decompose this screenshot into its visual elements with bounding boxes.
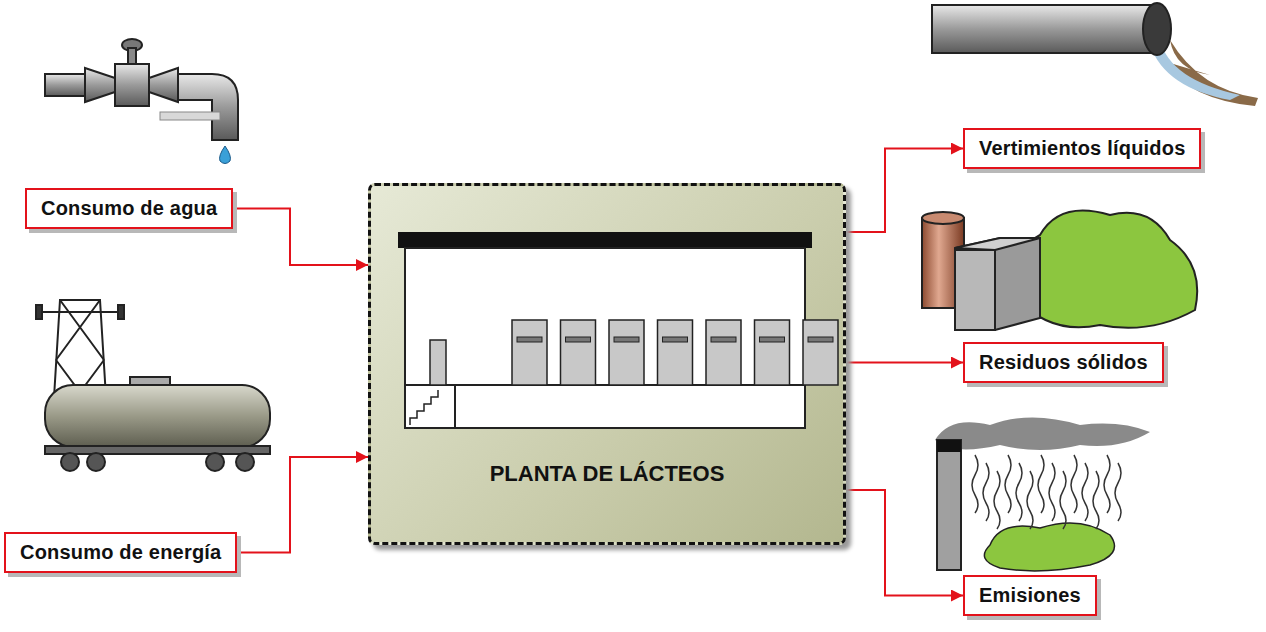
box-label: Vertimientos líquidos bbox=[979, 137, 1185, 160]
input-label-box: Consumo de energía bbox=[4, 532, 237, 573]
box-label: Emisiones bbox=[979, 584, 1081, 607]
discharge-pipe-icon bbox=[932, 3, 1258, 106]
plant-title: PLANTA DE LÁCTEOS bbox=[371, 461, 843, 487]
box-label: Residuos sólidos bbox=[979, 351, 1148, 374]
solid-waste-icon bbox=[922, 211, 1197, 331]
flow-arrow bbox=[846, 362, 963, 364]
smoke-stroke bbox=[1027, 471, 1033, 529]
smoke-stroke bbox=[1016, 463, 1022, 521]
smoke-stroke bbox=[983, 463, 989, 521]
output-label-box: Residuos sólidos bbox=[963, 342, 1164, 383]
building-drawing bbox=[368, 183, 846, 545]
flow-arrow bbox=[237, 457, 368, 553]
smoke-stroke bbox=[972, 455, 978, 513]
smoke-stroke bbox=[1038, 455, 1044, 513]
box-label: Consumo de agua bbox=[41, 197, 217, 220]
flow-arrow bbox=[233, 209, 368, 266]
smoke-stroke bbox=[1115, 463, 1121, 521]
output-label-box: Vertimientos líquidos bbox=[963, 128, 1201, 169]
smoke-stroke bbox=[1071, 455, 1077, 513]
smoke-stroke bbox=[1049, 463, 1055, 521]
smoke-stroke bbox=[1005, 455, 1011, 513]
box-label: Consumo de energía bbox=[20, 541, 221, 564]
smoke-stroke bbox=[1060, 471, 1066, 529]
plant-box: PLANTA DE LÁCTEOS bbox=[368, 183, 846, 545]
energy-tanker-icon bbox=[36, 300, 270, 471]
smoke-stroke bbox=[1093, 471, 1099, 529]
smoke-stroke bbox=[994, 471, 1000, 529]
emissions-icon bbox=[935, 418, 1150, 571]
flow-arrow bbox=[846, 490, 963, 596]
faucet-icon bbox=[45, 39, 238, 164]
flow-arrow bbox=[846, 149, 963, 233]
smoke-stroke bbox=[1104, 455, 1110, 513]
output-label-box: Emisiones bbox=[963, 575, 1097, 616]
smoke-stroke bbox=[1082, 463, 1088, 521]
input-label-box: Consumo de agua bbox=[25, 188, 233, 229]
